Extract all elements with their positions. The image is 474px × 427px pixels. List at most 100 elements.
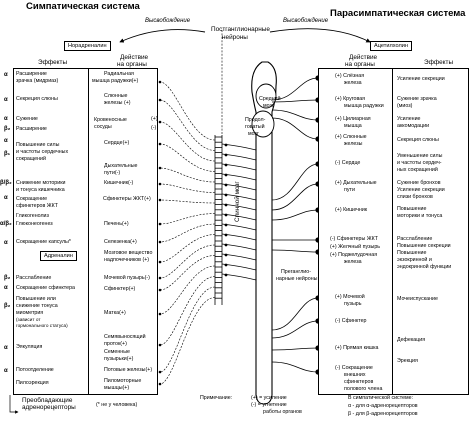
terminal-dot-left [158, 382, 162, 386]
noradrenaline-box: Норадреналин [64, 41, 111, 51]
terminal-dot-left [158, 276, 162, 280]
effect-dilation: Расширение [16, 126, 47, 132]
organ-airways-2: пути(-) [104, 170, 121, 176]
parasympathetic-fiber [271, 109, 319, 121]
effect-mucus-1: Усиление секреции [397, 187, 445, 193]
effect-motility-2: моторики и тонуса [397, 213, 443, 219]
organ-salivary-right-2: железы [344, 141, 363, 147]
effect-urination: Мочеиспускание [397, 296, 438, 302]
right-organs-frame [318, 68, 394, 395]
organ-ciliary-1: (+) Цилиарная [335, 116, 371, 122]
organ-pilomotor-2: мышцы(+) [104, 385, 130, 391]
ganglion-dot [224, 143, 228, 147]
acetylcholine-box: Ацетилхолин [370, 41, 412, 51]
effect-myometrium-1: Повышение или [16, 296, 56, 302]
medulla-label-1: Продол- [245, 117, 266, 123]
effect-secretion-increase: Повышение секреции [397, 243, 451, 249]
effect-secretion-right: Усиление секреции [397, 76, 445, 82]
terminal-dot-left [158, 370, 162, 374]
organ-lacrimal-1: (+) Слёзная [335, 73, 365, 79]
organ-airways-right-1: (+) Дыхательные [335, 180, 377, 186]
postganglionic-fiber-left [159, 223, 216, 243]
effect-gluconeogenesis: Глюконеогенез [16, 221, 53, 227]
right-effects-frame [392, 68, 469, 395]
organ-gi-sphincters: Сфинктеры ЖКТ(+) [103, 196, 151, 202]
receptor-beta2: β₂ [4, 126, 11, 132]
terminal-dot-left [158, 166, 162, 170]
receptor-beta2: β₂ [4, 275, 11, 281]
postganglionic-fiber-left [159, 167, 216, 183]
organ-sphincter-right: (-) Сфинктер [335, 318, 367, 324]
postganglionic-fiber-left [159, 234, 216, 263]
ganglion-dot [224, 173, 228, 177]
terminal-dot-left [158, 98, 162, 102]
release-label-right: Высвобождение [283, 18, 329, 24]
organ-adrenal-2: надпочечников (+) [104, 257, 150, 263]
effect-sphincter-2: сфинктеров ЖКТ [16, 203, 58, 209]
receptor-beta-beta2: β/β₂ [0, 180, 12, 186]
effect-relaxation: Расслабление [16, 275, 52, 281]
organ-vas-deferens-2: проток(+) [104, 341, 127, 347]
effect-capsule: Сокращение капсулы* [16, 239, 71, 245]
spinal-cord-label: Спинной мозг [234, 181, 241, 222]
effect-myometrium-4: (зависит от [16, 317, 41, 322]
effect-constriction: Сужение [16, 116, 38, 122]
organ-salivary-right-1: (+) Слюнные [335, 134, 367, 140]
effect-saliva: Секреция слюны [16, 96, 58, 102]
parasympathetic-fiber [271, 347, 319, 351]
effect-sphincter-1: Сокращение [16, 196, 48, 202]
effect-gut-2: и тонуса кишечника [16, 187, 65, 193]
organ-bladder: Мочевой пузырь(-) [104, 275, 150, 281]
postganglionic-fiber-left [159, 286, 216, 373]
postganglionic-fiber-left [159, 276, 216, 346]
organ-salivary-1: Слюнные [104, 93, 128, 99]
action-header-left-2: на органы [117, 61, 147, 68]
organ-penile-1: (-) Сокращение [335, 365, 373, 371]
terminal-dot-left [158, 260, 162, 264]
vessels-minus: (-) [151, 125, 157, 131]
ganglion-dot [224, 203, 228, 207]
effect-bronchoconstriction: Сужение бронхов [397, 180, 441, 186]
parasympathetic-fiber [271, 361, 319, 373]
receptor-alpha: α [4, 195, 8, 201]
organ-seminal-2: пузырьки(+) [104, 356, 134, 362]
parasympathetic-title: Парасимпатическая система [330, 8, 466, 19]
ganglion-dot [224, 253, 228, 257]
terminal-dot-left [158, 312, 162, 316]
organ-pilomotor-1: Пиломоторные [104, 378, 142, 384]
footer-bracket-arrow [9, 395, 19, 414]
parasympathetic-fiber [271, 249, 319, 253]
parasympathetic-fiber [271, 209, 319, 221]
effect-accommodation-1: Усиление [397, 116, 421, 122]
organ-rectum: (+) Прямая кишка [335, 345, 379, 351]
effect-piloerection: Пилоэрекция [16, 380, 49, 386]
terminal-dot-left [158, 288, 162, 292]
organ-intestine: Кишечник(-) [104, 180, 134, 186]
action-header-left-1: Действие [120, 54, 149, 61]
postganglionic-label-1: Постганглионарные [211, 26, 270, 33]
footer-right-2: α - для α-адренорецепторов [348, 403, 418, 409]
effect-heart-right-1: Уменьшение силы [397, 153, 443, 159]
vessels-plus: (+) [151, 116, 158, 122]
receptor-alpha: α [4, 97, 8, 103]
organ-vessels-1: Кровеносные [94, 117, 127, 123]
organ-liver: Печень(+) [104, 221, 129, 227]
effect-saliva-right: Секреция слюны [397, 137, 439, 143]
organ-gi-sphincters-right: (-) Сфинктеры ЖКТ [330, 236, 378, 242]
receptor-alpha: α [4, 368, 8, 374]
postganglionic-fiber-left [159, 199, 216, 204]
postganglionic-fiber-left [159, 213, 216, 225]
postganglionic-fiber-left [159, 81, 216, 141]
organ-pancreas-1: (+) Поджелудочная [330, 252, 378, 258]
organ-penile-2: внешних [344, 372, 366, 378]
effects-header-left: Эффекты [38, 59, 68, 66]
organ-intestine-right: (+) Кишечник [335, 207, 368, 213]
midbrain-label-1: Средний [259, 96, 281, 102]
postganglionic-fiber-left [159, 255, 216, 291]
effect-sweating: Потоотделение [16, 367, 54, 373]
ganglion-dot [224, 243, 228, 247]
effect-sphincter-contraction: Сокращение сфинктера [16, 285, 75, 291]
action-header-right-2: на органы [345, 61, 375, 68]
terminal-dot-left [158, 343, 162, 347]
